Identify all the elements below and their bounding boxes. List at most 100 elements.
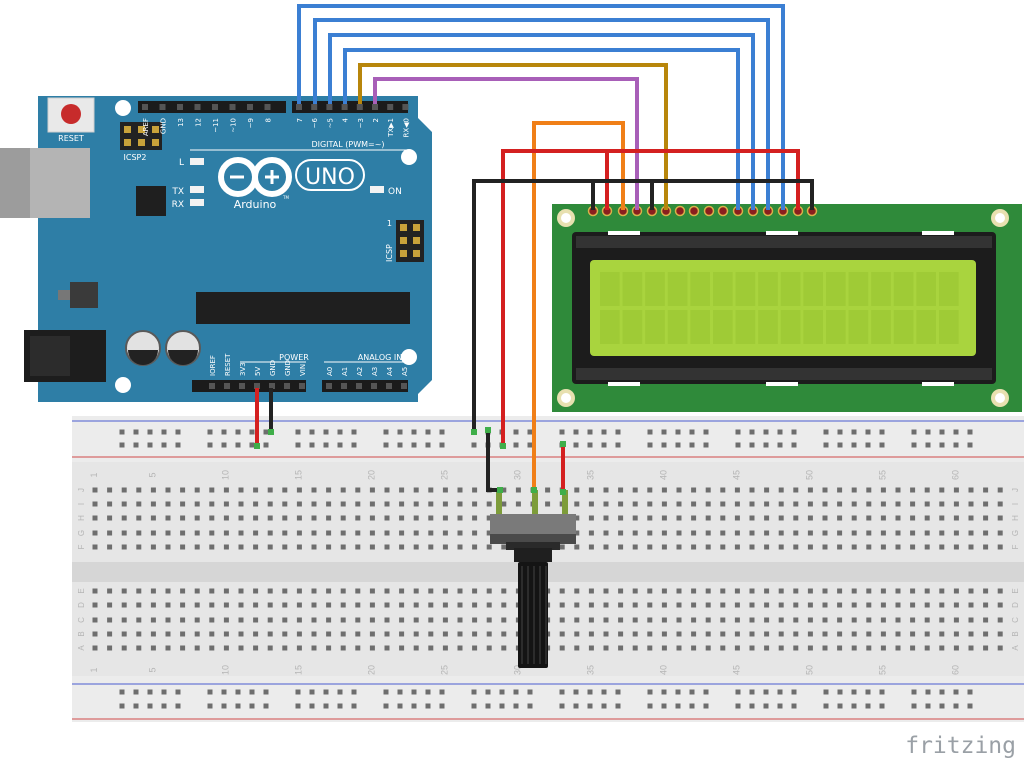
breadboard-hole <box>793 515 799 521</box>
breadboard-hole <box>501 487 507 493</box>
breadboard-hole <box>676 544 682 550</box>
breadboard-hole <box>501 645 507 651</box>
digital-pin-socket <box>372 104 378 110</box>
breadboard-hole <box>457 487 463 493</box>
breadboard-hole <box>983 588 989 594</box>
rail-hole <box>119 689 125 695</box>
breadboard-hole <box>632 631 638 637</box>
breadboard-bottom-rail <box>72 676 1024 722</box>
breadboard-hole <box>837 631 843 637</box>
breadboard-hole <box>983 530 989 536</box>
lcd-clip <box>608 382 640 386</box>
breadboard-hole <box>880 588 886 594</box>
breadboard-row-letter: E <box>77 588 86 593</box>
rail-hole <box>425 703 431 709</box>
breadboard-hole <box>296 501 302 507</box>
rail-hole <box>323 703 329 709</box>
breadboard-hole <box>574 515 580 521</box>
rail-hole <box>337 429 343 435</box>
breadboard-hole <box>180 487 186 493</box>
breadboard-hole <box>720 588 726 594</box>
breadboard-hole <box>355 487 361 493</box>
reset-button-cap[interactable] <box>61 104 81 124</box>
rail-hole <box>397 689 403 695</box>
breadboard-hole <box>793 588 799 594</box>
breadboard-hole <box>296 544 302 550</box>
breadboard-column-number: 1 <box>89 472 99 477</box>
breadboard-hole <box>574 501 580 507</box>
breadboard-hole <box>866 501 872 507</box>
breadboard-hole <box>953 544 959 550</box>
breadboard-hole <box>778 515 784 521</box>
breadboard-hole <box>910 588 916 594</box>
rail-hole <box>175 689 181 695</box>
breadboard-hole <box>209 530 215 536</box>
breadboard-hole <box>194 487 200 493</box>
breadboard-hole <box>895 501 901 507</box>
breadboard-hole <box>92 501 98 507</box>
power-pin-label: VIN <box>299 364 307 376</box>
breadboard-hole <box>369 487 375 493</box>
breadboard-hole <box>457 501 463 507</box>
breadboard-hole <box>180 530 186 536</box>
breadboard-hole <box>194 501 200 507</box>
breadboard-hole <box>691 530 697 536</box>
lcd-character-cell <box>690 310 710 344</box>
icsp-pin1-label: 1 <box>387 219 392 228</box>
rail-hole <box>383 689 389 695</box>
breadboard-hole <box>924 631 930 637</box>
breadboard-hole <box>895 617 901 623</box>
analog-pin-socket <box>356 383 362 389</box>
breadboard-hole <box>968 530 974 536</box>
breadboard-hole <box>647 515 653 521</box>
fritzing-watermark: fritzing <box>905 733 1016 759</box>
breadboard-hole <box>209 602 215 608</box>
breadboard-hole <box>764 487 770 493</box>
breadboard-hole <box>910 631 916 637</box>
breadboard-hole <box>296 588 302 594</box>
breadboard-hole <box>968 515 974 521</box>
lcd-clip <box>766 382 798 386</box>
rail-hole <box>425 429 431 435</box>
rail-hole <box>703 442 709 448</box>
breadboard-hole <box>822 487 828 493</box>
breadboard-hole <box>778 602 784 608</box>
breadboard-hole <box>764 588 770 594</box>
breadboard-hole <box>267 645 273 651</box>
pot-knob-shaft[interactable] <box>518 562 548 668</box>
breadboard-hole <box>734 544 740 550</box>
breadboard-hole <box>428 487 434 493</box>
breadboard-hole <box>501 631 507 637</box>
lcd-bezel-highlight <box>576 236 992 248</box>
rail-hole <box>263 689 269 695</box>
breadboard-hole <box>326 617 332 623</box>
breadboard-hole <box>588 631 594 637</box>
breadboard-hole <box>588 544 594 550</box>
breadboard-hole <box>880 617 886 623</box>
breadboard-hole <box>939 487 945 493</box>
rail-hole <box>351 429 357 435</box>
breadboard-hole <box>107 530 113 536</box>
breadboard-hole <box>661 631 667 637</box>
breadboard-hole <box>326 501 332 507</box>
breadboard-hole <box>939 631 945 637</box>
wire-orange-contrast <box>532 121 625 490</box>
breadboard-hole <box>282 631 288 637</box>
breadboard-hole <box>880 515 886 521</box>
wire-blue-d7 <box>297 4 785 210</box>
analog-pin-socket <box>326 383 332 389</box>
breadboard-hole <box>880 544 886 550</box>
breadboard-hole <box>472 544 478 550</box>
digital-pin-label: GND <box>160 118 168 134</box>
lcd-character-cell <box>826 310 846 344</box>
rail-hole <box>119 442 125 448</box>
rail-hole <box>967 442 973 448</box>
breadboard-hole <box>311 631 317 637</box>
breadboard-row-letter: D <box>77 602 86 608</box>
breadboard-hole <box>296 487 302 493</box>
breadboard-hole <box>705 588 711 594</box>
breadboard-hole <box>253 602 259 608</box>
breadboard-hole <box>691 645 697 651</box>
breadboard-hole <box>618 617 624 623</box>
breadboard-hole <box>588 588 594 594</box>
